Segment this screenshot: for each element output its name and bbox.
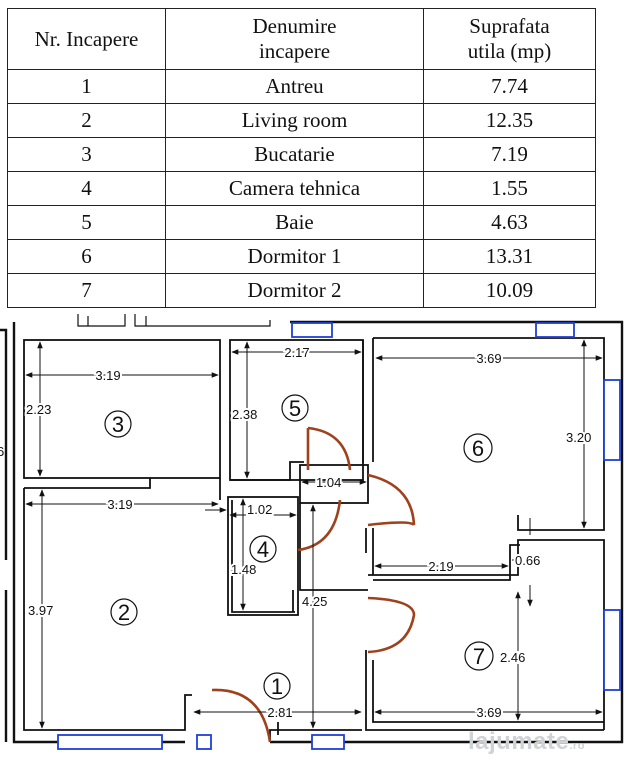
dimension-labels: 3.19 2.23 3.19 3.97 2.17 2.38 1.04 1.02 … — [0, 343, 593, 722]
door-arc — [367, 473, 416, 526]
room-number: 7 — [7, 273, 166, 308]
dim-bath-depth: 2.38 — [232, 407, 257, 422]
window — [196, 734, 212, 750]
window — [535, 322, 575, 338]
door-arc — [307, 426, 352, 471]
dim-left-edge: 6 — [0, 444, 4, 459]
room-area: 4.63 — [423, 205, 596, 240]
room-marker-circle — [249, 535, 277, 563]
dim-bath-hall-width: 1.04 — [316, 475, 341, 490]
dim-kitchen-depth: 2.23 — [26, 402, 51, 417]
room-number: 6 — [7, 239, 166, 274]
dim-living-depth: 3.97 — [28, 603, 53, 618]
room-marker-circle — [263, 672, 291, 700]
room-numbers: 3 2 5 4 6 7 1 — [112, 396, 485, 699]
room-number: 3 — [7, 137, 166, 172]
window — [603, 609, 621, 691]
room-markers — [104, 394, 494, 700]
room-marker-circle — [110, 598, 138, 626]
watermark-logo: lajumate.ro — [468, 728, 585, 756]
room-number-label-5: 5 — [289, 396, 301, 421]
room-area: 10.09 — [423, 273, 596, 308]
exterior-walls — [0, 320, 624, 744]
window — [311, 734, 345, 750]
room-number-label-7: 7 — [473, 644, 485, 669]
doors — [211, 426, 416, 743]
room-number-label-2: 2 — [118, 600, 130, 625]
dim-bedroom1-depth: 3.20 — [566, 430, 591, 445]
room-marker-circle — [104, 410, 132, 438]
dim-bath-width: 2.17 — [284, 345, 309, 360]
watermark-text: lajumate — [468, 728, 570, 755]
room-area: 13.31 — [423, 239, 596, 274]
dim-tech-depth: 1.48 — [231, 562, 256, 577]
dim-bedroom2-depth: 2.46 — [500, 650, 525, 665]
window — [603, 379, 621, 461]
room-name: Dormitor 1 — [165, 239, 424, 274]
room-number-label-6: 6 — [472, 436, 484, 461]
room-area: 7.19 — [423, 137, 596, 172]
dim-corridor-width: 2.19 — [428, 559, 453, 574]
room-number-label-1: 1 — [271, 674, 283, 699]
header-room-number: Nr. Incapere — [7, 8, 166, 70]
table-connector-marks — [77, 314, 271, 327]
dim-entry-width: 2.81 — [267, 705, 292, 720]
room-number-label-3: 3 — [112, 412, 124, 437]
dim-closet-width: 0.66 — [515, 553, 540, 568]
room-name: Dormitor 2 — [165, 273, 424, 308]
interior-walls — [23, 337, 605, 742]
room-marker-circle — [281, 394, 309, 422]
dim-bedroom2-width: 3.69 — [476, 705, 501, 720]
room-marker-circle — [464, 641, 494, 671]
door-arc — [367, 596, 416, 654]
room-area: 1.55 — [423, 171, 596, 206]
dim-hall-length: 4.25 — [302, 594, 327, 609]
window — [291, 322, 333, 338]
room-name: Camera tehnica — [165, 171, 424, 206]
room-name: Living room — [165, 103, 424, 138]
room-marker-circle — [463, 433, 493, 463]
door-arc — [367, 521, 416, 527]
door-arc — [211, 688, 272, 743]
room-number-label-4: 4 — [257, 537, 269, 562]
dim-kitchen-width: 3.19 — [95, 368, 120, 383]
door-arc — [297, 499, 342, 552]
room-number: 4 — [7, 171, 166, 206]
dim-living-width: 3.19 — [107, 497, 132, 512]
watermark-suffix: .ro — [569, 740, 585, 752]
dim-tech-width: 1.02 — [247, 502, 272, 517]
windows — [57, 322, 621, 750]
window — [57, 734, 163, 750]
dimension-lines — [25, 339, 603, 729]
dim-bedroom1-width: 3.69 — [476, 351, 501, 366]
